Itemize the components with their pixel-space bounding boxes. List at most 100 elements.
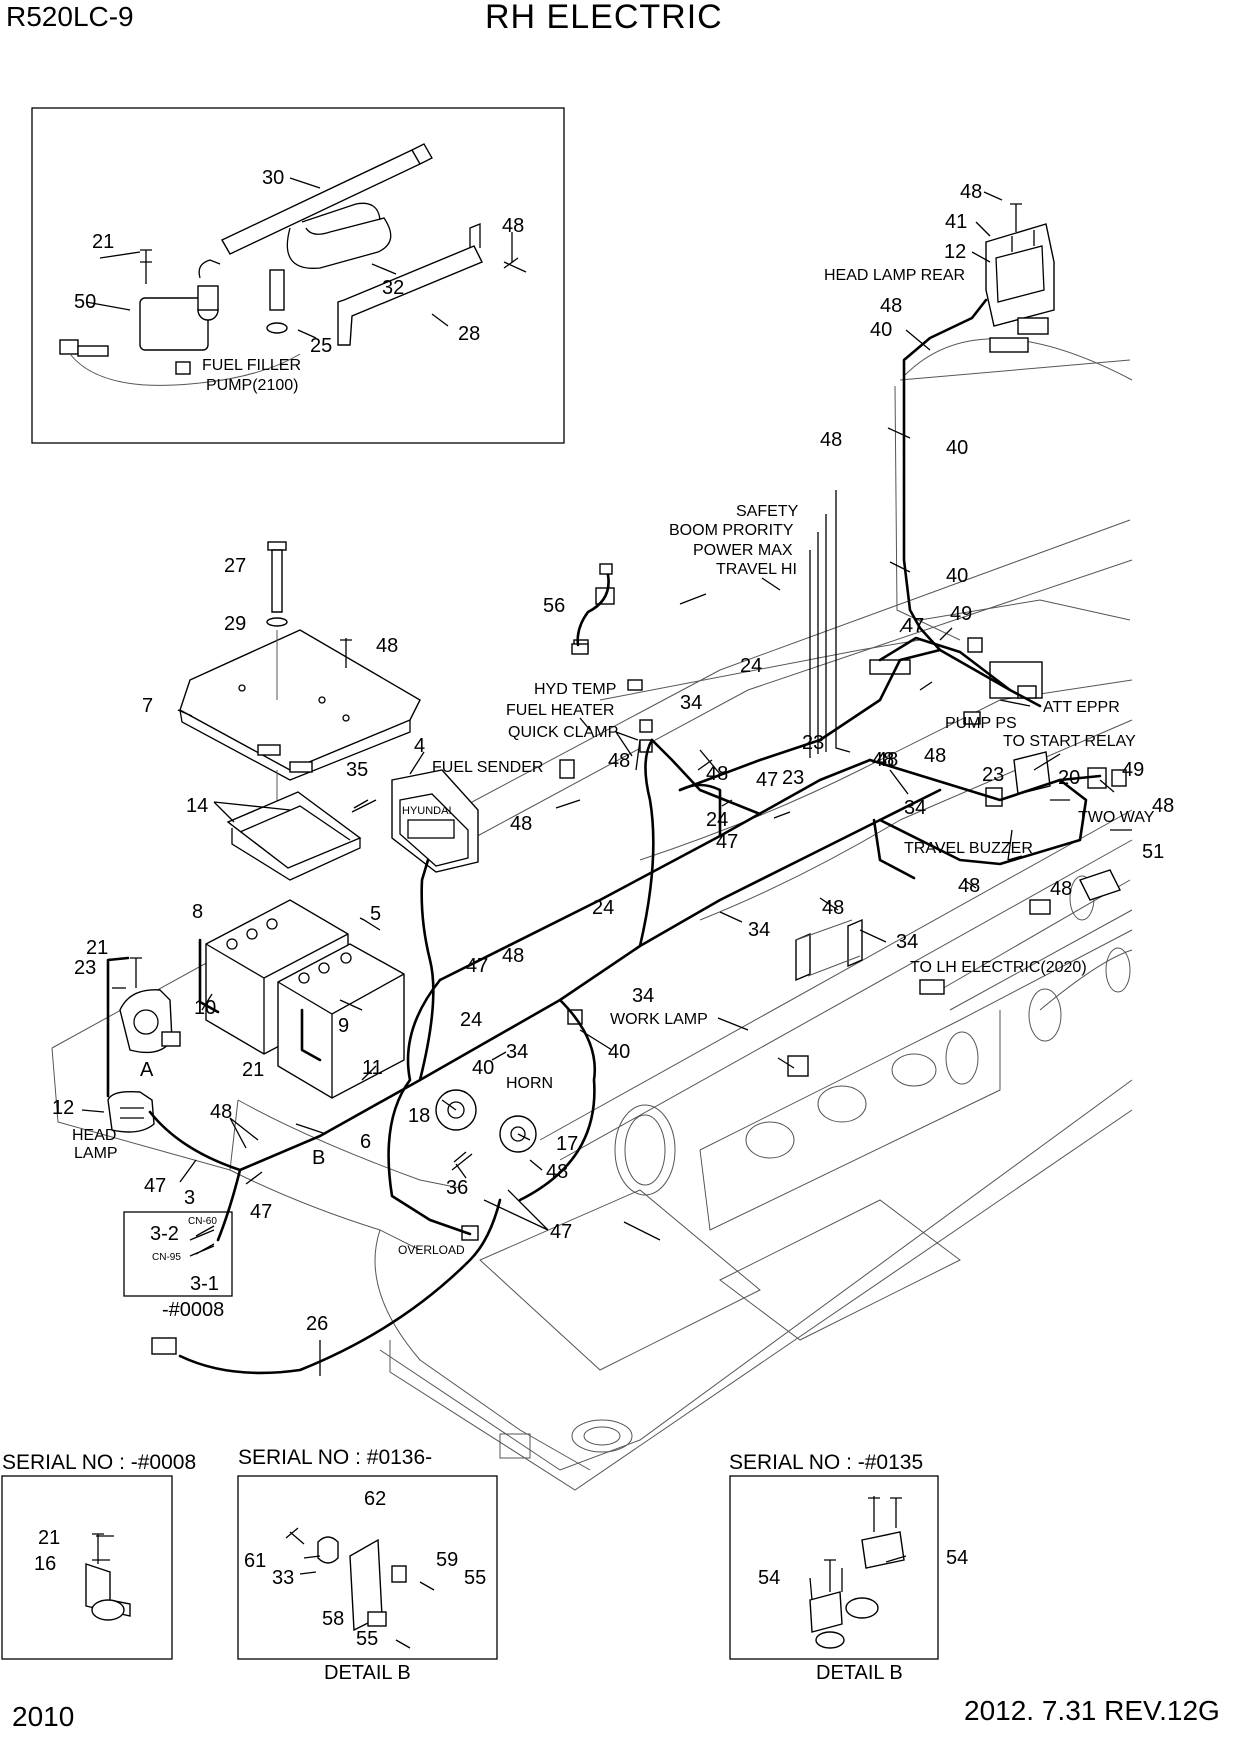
part-callout: 5 — [370, 903, 381, 925]
part-callout: 7 — [142, 695, 153, 717]
part-callout: 47 — [550, 1221, 572, 1243]
detail-1-callout: 16 — [34, 1553, 56, 1575]
upper-frame-structure — [51, 337, 1133, 1491]
part-callout: 34 — [632, 985, 654, 1007]
part-callout: 48 — [502, 945, 524, 967]
quick-clamp-label: QUICK CLAMP — [508, 724, 618, 741]
inset-callout: 28 — [458, 323, 480, 345]
wire-harness — [106, 298, 1102, 1375]
fuel-filler-pump-inset — [31, 107, 565, 444]
part-callout: 47 — [716, 831, 738, 853]
detail-panels — [1, 1475, 939, 1660]
part-callout: 48 — [376, 635, 398, 657]
fuel-filler-note-line2: PUMP(2100) — [206, 377, 298, 394]
detail-2-serial: SERIAL NO : #0136- — [238, 1446, 433, 1469]
part-callout: 12 — [52, 1097, 74, 1119]
fuel-heater-label: FUEL HEATER — [506, 702, 614, 719]
part-callout: 51 — [1142, 841, 1164, 863]
serial-tag-label: -#0008 — [162, 1299, 224, 1321]
part-callout: 47 — [902, 615, 924, 637]
part-callout: 34 — [904, 797, 926, 819]
part-callout: 23 — [802, 732, 824, 754]
detail-2-callout: 55 — [464, 1567, 486, 1589]
part-callout: 47 — [250, 1201, 272, 1223]
part-callout: 21 — [86, 937, 108, 959]
diagram-title: RH ELECTRIC — [485, 0, 723, 36]
safety-label: SAFETY — [736, 503, 799, 520]
head-lamp-label-line1: HEAD — [72, 1127, 116, 1144]
callout-leaders — [81, 177, 1132, 1376]
part-callout: 20 — [1058, 767, 1080, 789]
cn60-label: CN-60 — [188, 1216, 217, 1227]
work-lamp-label: WORK LAMP — [610, 1011, 708, 1028]
part-callout: 11 — [362, 1057, 383, 1079]
detail-1-callout: 21 — [38, 1527, 60, 1549]
detail-3-caption: DETAIL B — [816, 1662, 903, 1684]
boom-prority-label: BOOM PRORITY — [669, 522, 794, 539]
part-callout: 3-2 — [150, 1223, 179, 1245]
part-callout: 23 — [782, 767, 804, 789]
part-callout: 48 — [876, 749, 898, 771]
part-callout: 24 — [740, 655, 762, 677]
part-callout: 40 — [870, 319, 892, 341]
part-callout: 35 — [346, 759, 368, 781]
view-b-label: B — [312, 1147, 325, 1169]
detail-2-callout: 61 — [244, 1550, 266, 1572]
components: HYUNDAI — [107, 203, 1127, 1355]
callout-numbers: 30 21 48 32 50 25 28 48 41 12 48 40 48 4… — [34, 167, 1174, 1650]
part-callout: 23 — [74, 957, 96, 979]
part-callout: 48 — [958, 875, 980, 897]
part-callout: 48 — [960, 181, 982, 203]
part-callout: 48 — [872, 749, 894, 771]
fuel-sender-label: FUEL SENDER — [432, 759, 543, 776]
part-callout: 6 — [360, 1131, 371, 1153]
part-callout: 48 — [1050, 878, 1072, 900]
part-callout: 48 — [510, 813, 532, 835]
part-callout: 48 — [822, 897, 844, 919]
part-callout: 29 — [224, 613, 246, 635]
part-callout: 9 — [338, 1015, 349, 1037]
travel-hi-label: TRAVEL HI — [716, 561, 797, 578]
hyd-temp-label: HYD TEMP — [534, 681, 616, 698]
part-callout: 40 — [608, 1041, 630, 1063]
part-callout: 48 — [880, 295, 902, 317]
part-callout: 34 — [506, 1041, 528, 1063]
part-callout: 8 — [192, 901, 203, 923]
inset-callout: 32 — [382, 277, 404, 299]
annotation-labels: FUEL FILLER PUMP(2100) HEAD LAMP REAR SA… — [72, 267, 1155, 1321]
part-callout: 27 — [224, 555, 246, 577]
pump-ps-label: PUMP PS — [945, 715, 1017, 732]
part-callout: 48 — [546, 1161, 568, 1183]
part-callout: 48 — [820, 429, 842, 451]
part-callout: 49 — [1122, 759, 1144, 781]
page-number: 2010 — [12, 1701, 75, 1732]
part-callout: 48 — [210, 1101, 232, 1123]
part-callout: 47 — [756, 769, 778, 791]
detail-2-callout: 59 — [436, 1549, 458, 1571]
travel-buzzer-label: TRAVEL BUZZER — [904, 840, 1033, 857]
detail-2-callout: 58 — [322, 1608, 344, 1630]
part-callout: 47 — [144, 1175, 166, 1197]
part-callout: 17 — [556, 1133, 578, 1155]
part-callout: 3-1 — [190, 1273, 219, 1295]
part-callout: 21 — [242, 1059, 264, 1081]
part-callout: 40 — [946, 437, 968, 459]
fuel-filler-note-line1: FUEL FILLER — [202, 357, 301, 374]
part-callout: 4 — [414, 735, 425, 757]
to-start-relay-label: TO START RELAY — [1003, 733, 1136, 750]
model-name: R520LC-9 — [6, 1, 134, 32]
part-callout: 48 — [924, 745, 946, 767]
part-callout: 14 — [186, 795, 208, 817]
part-callout: 3 — [184, 1187, 195, 1209]
inset-callout: 30 — [262, 167, 284, 189]
to-lh-electric-label: TO LH ELECTRIC(2020) — [910, 959, 1087, 976]
part-callout: 56 — [543, 595, 565, 617]
part-callout: 40 — [946, 565, 968, 587]
inset-callout: 25 — [310, 335, 332, 357]
cn95-label: CN-95 — [152, 1252, 181, 1263]
horn-label: HORN — [506, 1075, 553, 1092]
inset-callout: 50 — [74, 291, 96, 313]
part-callout: 12 — [944, 241, 966, 263]
